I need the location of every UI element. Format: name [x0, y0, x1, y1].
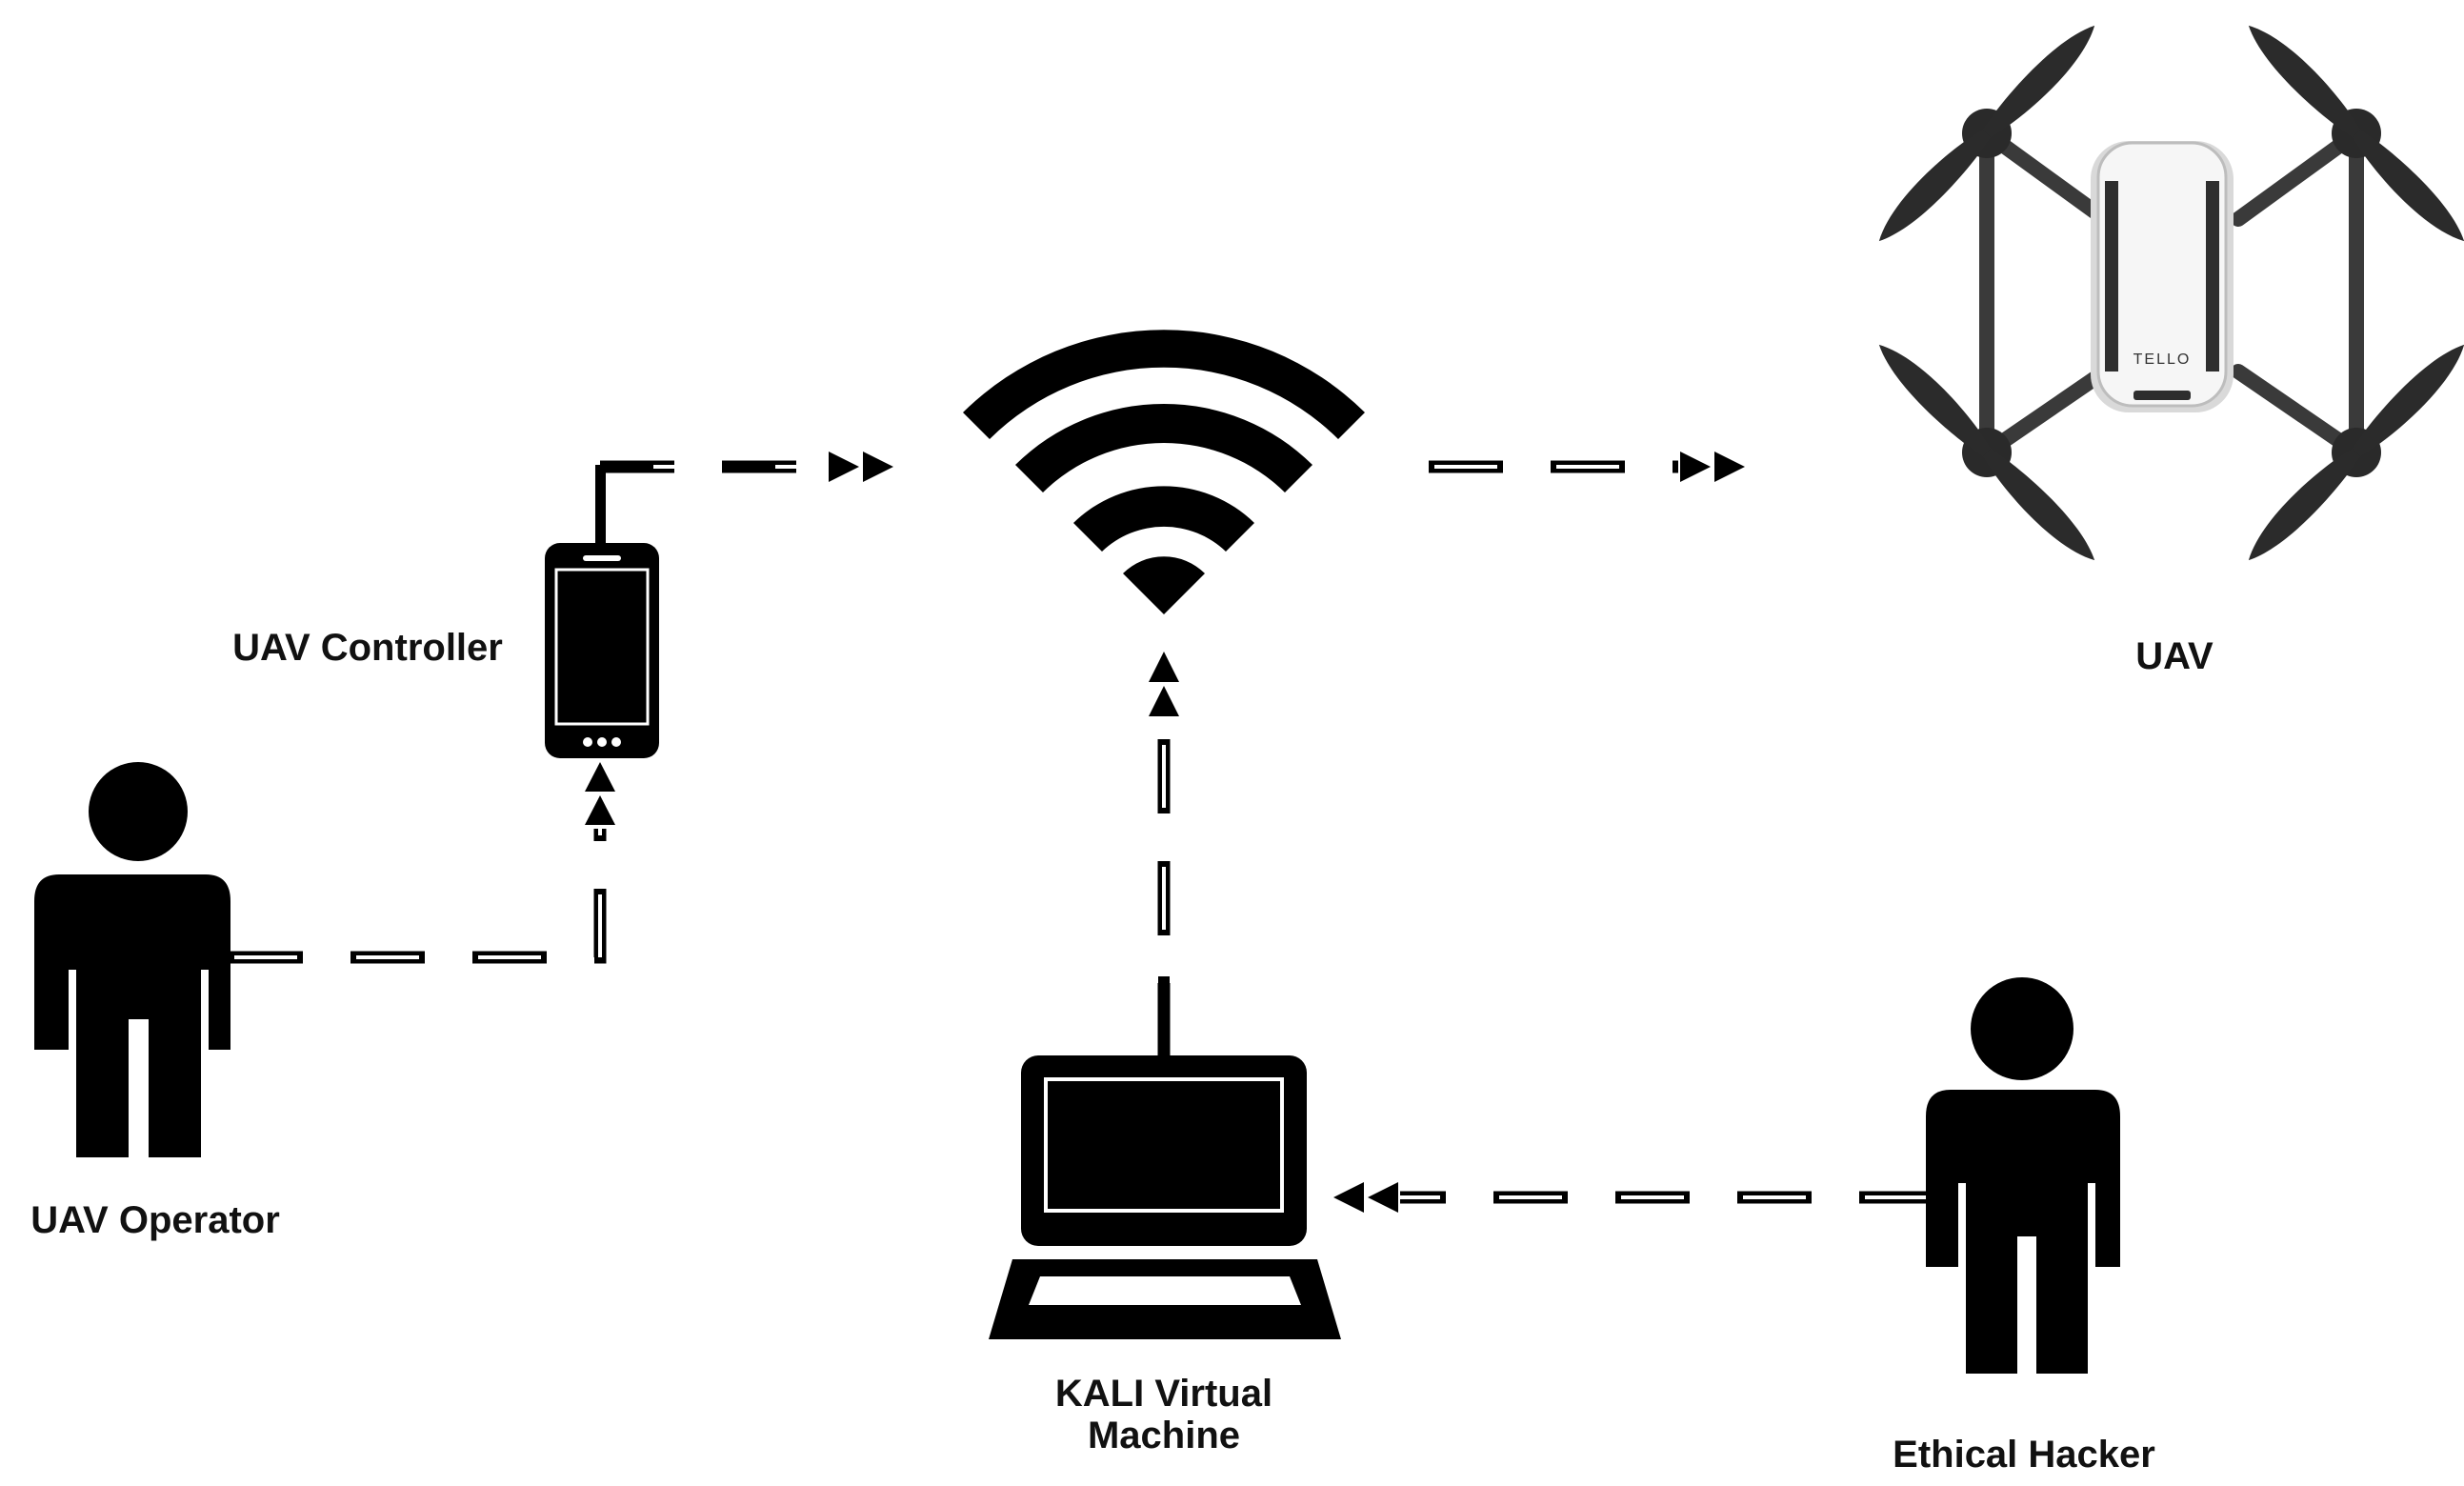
edge-hacker-to-kali — [1333, 1182, 1933, 1213]
smartphone-icon — [545, 465, 659, 758]
edge-wifi-to-uav — [1429, 452, 1745, 482]
kali-vm-label-line2: Machine — [1088, 1415, 1240, 1456]
arrowhead — [1149, 652, 1179, 682]
arrowhead — [585, 762, 615, 792]
arrowhead — [585, 795, 615, 825]
kali-vm-node: KALI Virtual Machine — [989, 976, 1341, 1456]
wifi-node — [963, 330, 1365, 614]
kali-vm-label-line1: KALI Virtual — [1055, 1373, 1272, 1415]
person-icon — [1926, 977, 2120, 1374]
wifi-icon — [963, 330, 1365, 614]
uav-controller-label: UAV Controller — [232, 627, 503, 669]
ethical-hacker-node: Ethical Hacker — [1893, 977, 2155, 1476]
arrowhead — [1368, 1182, 1398, 1213]
arrowhead — [829, 452, 859, 482]
laptop-icon — [989, 976, 1341, 1339]
ethical-hacker-label: Ethical Hacker — [1893, 1434, 2155, 1476]
arrowhead — [863, 452, 893, 482]
edge-controller-to-wifi — [600, 452, 893, 482]
uav-label: UAV — [2135, 635, 2214, 677]
arrowhead — [1149, 686, 1179, 716]
uav-controller-node: UAV Controller — [232, 465, 659, 758]
uav-node: TELLO UAV — [1878, 25, 2464, 677]
edge-operator-to-controller — [229, 762, 615, 964]
arrowhead — [1680, 452, 1711, 482]
uav-operator-node: UAV Operator — [30, 762, 280, 1241]
uav-operator-label: UAV Operator — [30, 1199, 280, 1241]
arrowhead — [1333, 1182, 1364, 1213]
arrowhead — [1714, 452, 1745, 482]
drone-brand-text: TELLO — [2133, 351, 2192, 368]
drone-icon: TELLO — [1878, 25, 2464, 561]
person-icon — [34, 762, 230, 1157]
